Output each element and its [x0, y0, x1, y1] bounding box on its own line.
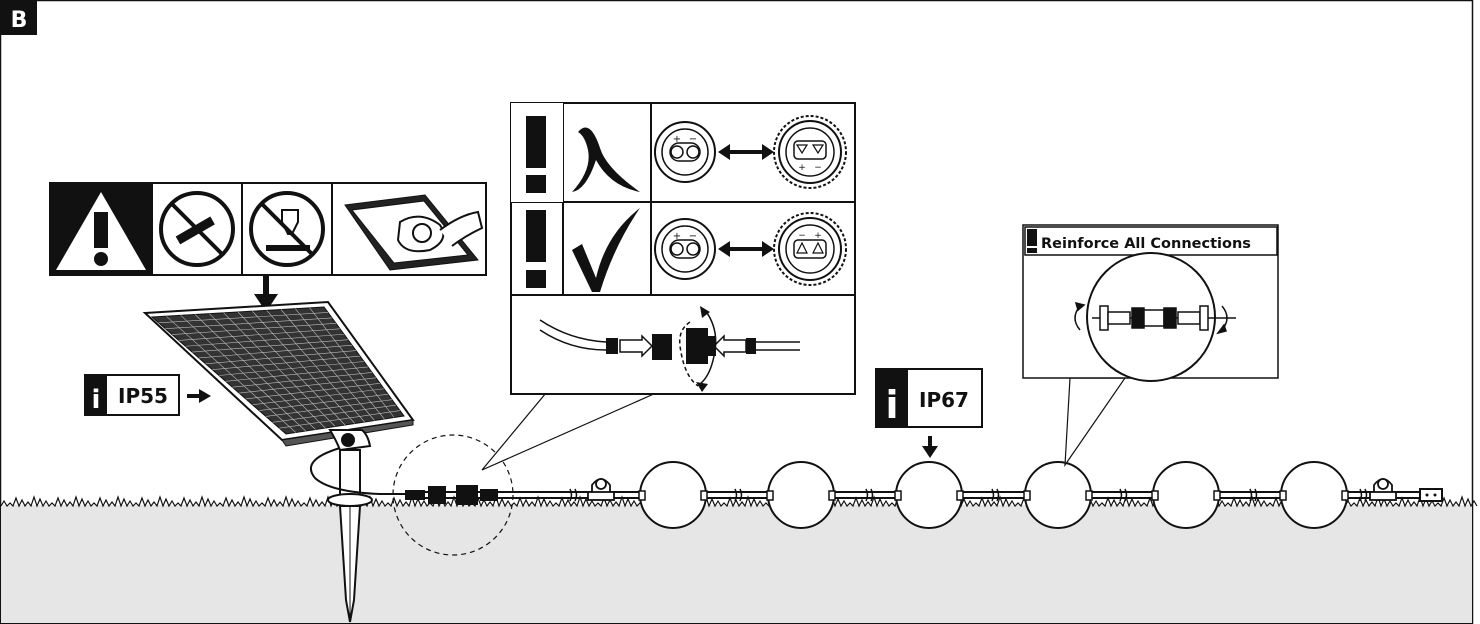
- cross-mark-icon: [572, 127, 640, 192]
- female-connector-face-correct: − +: [773, 212, 847, 286]
- warning-icon: [526, 210, 546, 288]
- grass-line: [0, 495, 1478, 508]
- right-arrow-icon: [187, 389, 211, 403]
- minus-sign: −: [689, 231, 697, 242]
- light-bulb: [766, 461, 836, 529]
- down-arrow-icon: [254, 276, 278, 312]
- solar-panel: [142, 300, 415, 623]
- ip67-label: IP67: [919, 388, 969, 412]
- info-glyph: i: [885, 383, 898, 427]
- female-connector-face-wrong: + −: [773, 115, 847, 189]
- wipe-panel-icon: [344, 194, 484, 271]
- ip55-info-badge: i IP55: [84, 374, 180, 416]
- step-label-text: B: [11, 8, 28, 33]
- double-arrow-icon: [718, 144, 774, 160]
- warning-strip: [49, 182, 487, 276]
- connector-zoom-circle: [392, 434, 514, 556]
- step-label-badge: B: [1, 1, 37, 35]
- cable-clip: [1369, 478, 1397, 501]
- male-connector-face: + −: [654, 218, 716, 280]
- warning-icon: [511, 103, 563, 202]
- info-icon: [876, 369, 908, 427]
- warning-icon: [1027, 229, 1037, 246]
- ground: [1, 505, 1472, 623]
- minus-sign: −: [814, 163, 822, 173]
- no-solvent-icon: [249, 191, 325, 267]
- warning-triangle-icon: [50, 183, 152, 275]
- plus-sign: +: [798, 163, 806, 173]
- light-bulb: [638, 461, 708, 529]
- cable-connector: [405, 485, 498, 505]
- double-arrow-icon: [718, 241, 774, 257]
- cable-clip: [587, 478, 615, 501]
- minus-sign: −: [689, 134, 697, 145]
- reinforce-title: Reinforce All Connections: [1041, 236, 1251, 252]
- minus-sign: −: [798, 231, 806, 241]
- rotate-arrow-icon: [678, 306, 717, 392]
- bulb-group: [638, 461, 1349, 529]
- cable-end-cap: [1419, 488, 1443, 502]
- down-arrow-icon: [922, 436, 938, 458]
- plus-sign: +: [673, 134, 681, 145]
- plus-sign: +: [814, 231, 822, 241]
- no-cutting-icon: [159, 191, 235, 267]
- polarity-panel: + − + − + −: [510, 102, 856, 395]
- ip67-info-badge: i IP67: [875, 368, 983, 428]
- ip55-label: IP55: [118, 384, 168, 408]
- cable-break-marks: [569, 488, 1368, 502]
- plus-sign: +: [673, 231, 681, 242]
- check-mark-icon: [572, 208, 640, 292]
- info-glyph: i: [92, 385, 101, 415]
- reinforce-callout: Reinforce All Connections: [1022, 224, 1279, 382]
- male-connector-face: + −: [654, 121, 716, 183]
- info-icon: [85, 375, 107, 415]
- light-bulb: [1151, 461, 1221, 529]
- connector-tighten-illustration: [539, 306, 800, 392]
- light-bulb: [1279, 461, 1349, 529]
- light-bulb: [894, 461, 964, 529]
- light-bulb: [1023, 461, 1093, 529]
